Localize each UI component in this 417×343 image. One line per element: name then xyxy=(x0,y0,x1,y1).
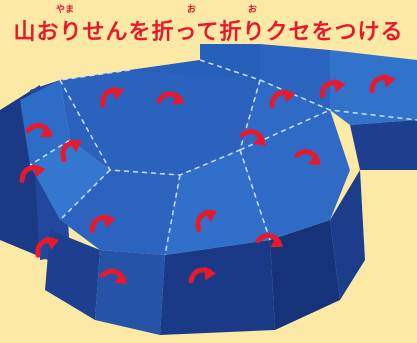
left-face xyxy=(30,140,110,220)
bottom-panel-3 xyxy=(160,240,275,335)
right-face xyxy=(240,80,350,240)
top-face xyxy=(130,44,260,80)
bottom-panel-2 xyxy=(95,250,165,335)
top-right-face xyxy=(260,44,330,110)
top-left-face xyxy=(20,80,70,165)
bottom-panel-1 xyxy=(45,230,100,320)
lower-right-face xyxy=(165,150,270,255)
instruction-heading: やま お お 山おりせんを折って折りクセをつける xyxy=(0,0,417,52)
instruction-title: 山おりせんを折って折りクセをつける xyxy=(13,20,404,45)
bottom-panel-4 xyxy=(270,220,340,330)
lower-left-face xyxy=(60,170,180,255)
folding-illustration xyxy=(0,44,417,335)
fold-lines xyxy=(29,59,417,256)
ruby-o-first: お xyxy=(187,5,197,15)
ruby-yama: やま xyxy=(56,5,75,15)
far-right-side xyxy=(350,120,417,170)
bottom-panel-5 xyxy=(330,170,365,300)
ruby-o-second: お xyxy=(248,5,258,15)
